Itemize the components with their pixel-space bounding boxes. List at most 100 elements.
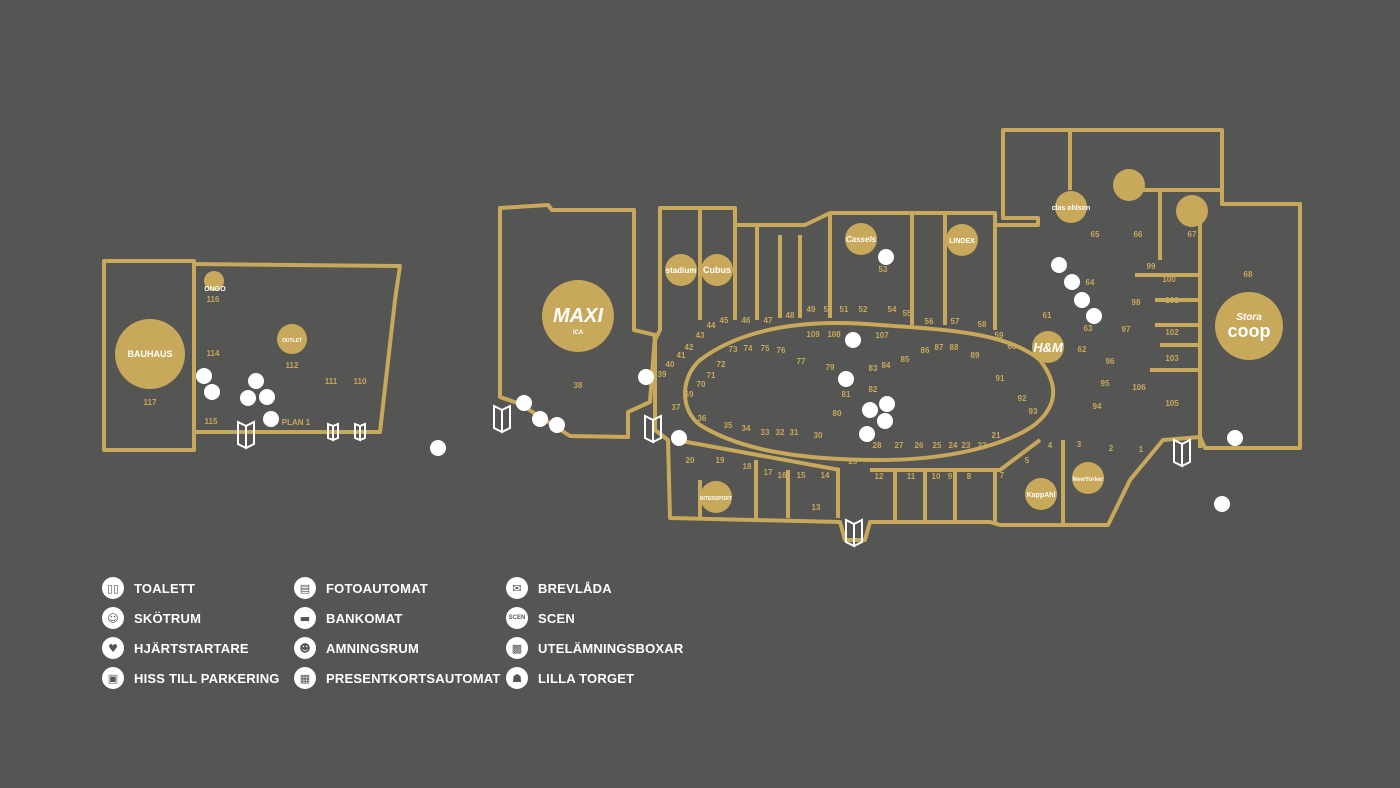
entrance-icon[interactable]	[493, 404, 511, 434]
unit-number-36[interactable]: 36	[698, 414, 707, 423]
toilet-icon[interactable]	[1074, 292, 1090, 308]
unit-number-48[interactable]: 48	[786, 311, 795, 320]
photo-booth-icon[interactable]	[248, 373, 264, 389]
ongo-circle[interactable]	[204, 271, 224, 291]
mailbox-icon[interactable]	[516, 395, 532, 411]
unit-number-72[interactable]: 72	[717, 360, 726, 369]
unit-number-39[interactable]: 39	[658, 370, 667, 379]
maxi-circle[interactable]	[542, 280, 614, 352]
unit-number-70[interactable]: 70	[697, 380, 706, 389]
unit-number-80[interactable]: 80	[833, 409, 842, 418]
stadium-circle[interactable]	[665, 254, 697, 286]
elevator-icon[interactable]	[671, 430, 687, 446]
nursing-room-icon[interactable]	[1051, 257, 1067, 273]
unit-number-105[interactable]: 105	[1165, 399, 1179, 408]
unit-number-60[interactable]: 60	[1008, 342, 1017, 351]
newyorker-circle[interactable]	[1072, 462, 1104, 494]
unit-number-33[interactable]: 33	[761, 428, 770, 437]
baby-change-icon[interactable]	[859, 426, 875, 442]
unit-number-31[interactable]: 31	[790, 428, 799, 437]
unit-number-77[interactable]: 77	[797, 357, 806, 366]
unit-number-50[interactable]: 50	[824, 305, 833, 314]
unit-number-63[interactable]: 63	[1084, 324, 1093, 333]
unit-number-29[interactable]: 29	[849, 457, 858, 466]
unit-number-3[interactable]: 3	[1077, 440, 1082, 449]
unit-number-19[interactable]: 19	[716, 456, 725, 465]
entrance-icon[interactable]	[327, 422, 339, 442]
unit-number-5[interactable]: 5	[1025, 456, 1030, 465]
unit-number-107[interactable]: 107	[875, 331, 889, 340]
unit-number-100[interactable]: 100	[1162, 275, 1176, 284]
unit-number-42[interactable]: 42	[685, 343, 694, 352]
unit-number-69[interactable]: 69	[685, 390, 694, 399]
unit-number-37[interactable]: 37	[672, 403, 681, 412]
lindex-circle[interactable]	[946, 224, 978, 256]
unit-number-81[interactable]: 81	[842, 390, 851, 399]
unit-number-115[interactable]: 115	[205, 417, 218, 426]
clas-ohlson-circle[interactable]	[1055, 191, 1087, 223]
unit-number-95[interactable]: 95	[1101, 379, 1110, 388]
stage-icon[interactable]	[263, 411, 279, 427]
atm-icon[interactable]	[879, 396, 895, 412]
unit-number-111[interactable]: 111	[325, 377, 338, 386]
unit-number-14[interactable]: 14	[821, 471, 830, 480]
entrance-icon[interactable]	[1173, 438, 1191, 468]
entrance-icon[interactable]	[644, 414, 662, 444]
shop-66-circle[interactable]	[1113, 169, 1145, 201]
unit-number-1[interactable]: 1	[1139, 445, 1144, 454]
unit-number-66[interactable]: 66	[1134, 230, 1143, 239]
cassels-circle[interactable]	[845, 223, 877, 255]
unit-number-16[interactable]: 16	[778, 471, 787, 480]
unit-number-84[interactable]: 84	[882, 361, 891, 370]
unit-number-43[interactable]: 43	[696, 331, 705, 340]
baby-change-icon[interactable]	[532, 411, 548, 427]
unit-number-110[interactable]: 110	[354, 377, 367, 386]
mailbox-icon[interactable]	[430, 440, 446, 456]
unit-number-87[interactable]: 87	[935, 343, 944, 352]
atm-icon[interactable]	[259, 389, 275, 405]
unit-number-18[interactable]: 18	[743, 462, 752, 471]
unit-number-24[interactable]: 24	[949, 441, 958, 450]
unit-number-4[interactable]: 4	[1048, 441, 1053, 450]
lilla-torget-icon[interactable]	[845, 332, 861, 348]
unit-number-35[interactable]: 35	[724, 421, 733, 430]
kappahl-circle[interactable]	[1025, 478, 1057, 510]
unit-number-10[interactable]: 10	[932, 472, 941, 481]
defibrillator-icon[interactable]	[240, 390, 256, 406]
unit-number-20[interactable]: 20	[686, 456, 695, 465]
unit-number-61[interactable]: 61	[1043, 311, 1052, 320]
gift-card-machine-icon[interactable]	[838, 371, 854, 387]
entrance-icon[interactable]	[354, 422, 366, 442]
unit-number-99[interactable]: 99	[1147, 262, 1156, 271]
unit-number-44[interactable]: 44	[707, 321, 716, 330]
unit-number-59[interactable]: 59	[995, 331, 1004, 340]
unit-number-54[interactable]: 54	[888, 305, 897, 314]
elevator-icon[interactable]	[1227, 430, 1243, 446]
unit-number-76[interactable]: 76	[777, 346, 786, 355]
parcel-locker-icon[interactable]	[878, 249, 894, 265]
unit-number-47[interactable]: 47	[764, 316, 773, 325]
unit-number-64[interactable]: 64	[1086, 278, 1095, 287]
baby-change-icon[interactable]	[1064, 274, 1080, 290]
unit-number-89[interactable]: 89	[971, 351, 980, 360]
unit-number-112[interactable]: 112	[286, 361, 299, 370]
intersport-circle[interactable]	[700, 481, 732, 513]
shop-67-circle[interactable]	[1176, 195, 1208, 227]
unit-number-98[interactable]: 98	[1132, 298, 1141, 307]
unit-number-27[interactable]: 27	[895, 441, 904, 450]
unit-number-62[interactable]: 62	[1078, 345, 1087, 354]
defibrillator-icon[interactable]	[862, 402, 878, 418]
unit-number-74[interactable]: 74	[744, 344, 753, 353]
unit-number-30[interactable]: 30	[814, 431, 823, 440]
bauhaus-circle[interactable]	[115, 319, 185, 389]
toilet-icon[interactable]	[549, 417, 565, 433]
unit-number-79[interactable]: 79	[826, 363, 835, 372]
unit-number-103[interactable]: 103	[1165, 354, 1179, 363]
unit-number-53[interactable]: 53	[879, 265, 888, 274]
unit-number-11[interactable]: 11	[907, 472, 916, 481]
unit-number-65[interactable]: 65	[1091, 230, 1100, 239]
unit-number-26[interactable]: 26	[915, 441, 924, 450]
entrance-icon[interactable]	[237, 420, 255, 450]
unit-number-67[interactable]: 67	[1188, 230, 1197, 239]
unit-number-15[interactable]: 15	[797, 471, 806, 480]
